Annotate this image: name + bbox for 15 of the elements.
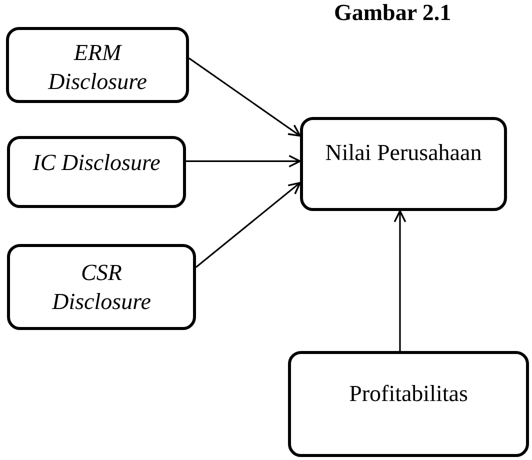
arrow <box>186 154 301 168</box>
figure-title: Gambar 2.1 <box>334 0 452 26</box>
variable-box <box>6 27 189 103</box>
variable-label: IC Disclosure <box>32 149 162 177</box>
variable-box <box>300 117 507 211</box>
variable-box <box>7 136 186 208</box>
arrow <box>394 210 406 351</box>
variable-label: Profitabilitas <box>348 380 469 408</box>
variable-label: Nilai Perusahaan <box>324 139 483 167</box>
variable-box <box>288 351 529 457</box>
variable-label: ERM Disclosure <box>46 39 148 96</box>
arrow <box>188 58 301 137</box>
variable-box <box>7 244 196 330</box>
arrow <box>196 182 301 268</box>
variable-label: CSR Disclosure <box>50 259 152 316</box>
